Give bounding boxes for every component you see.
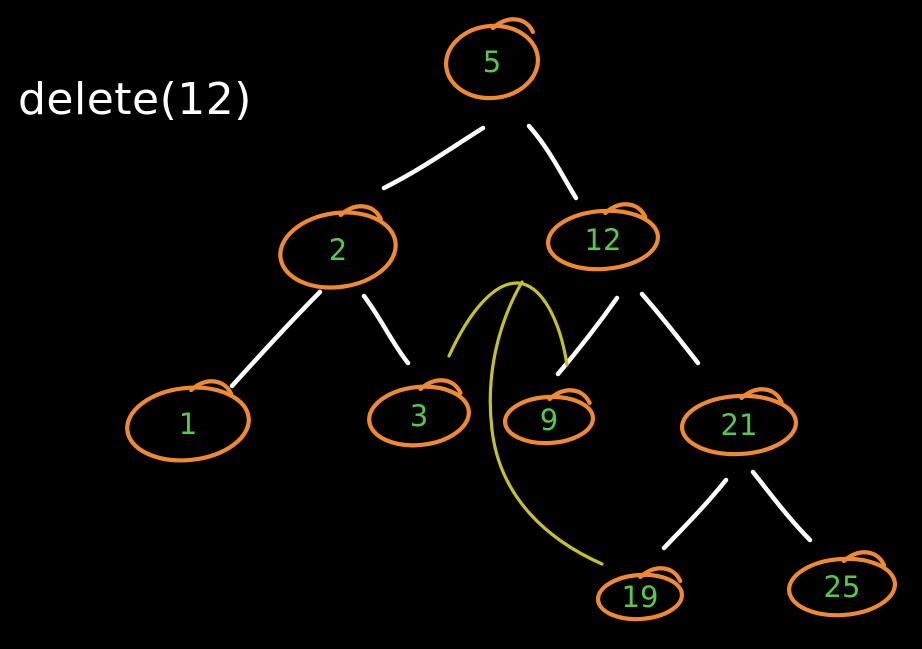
- tree-node-5: 5: [443, 17, 541, 101]
- node-outline: [502, 394, 596, 446]
- node-outline-overlap: [841, 550, 887, 568]
- node-outline-overlap: [603, 202, 648, 220]
- node-outline-overlap: [418, 378, 463, 396]
- node-outline-overlap: [547, 388, 592, 406]
- annotation-arc-3-9: [447, 281, 569, 367]
- tree-node-21: 21: [679, 387, 799, 457]
- edge-n21-n19: [661, 477, 729, 551]
- node-value: 5: [483, 45, 501, 79]
- tree-node-19: 19: [595, 566, 685, 622]
- node-outline: [679, 393, 799, 457]
- node-value: 9: [540, 403, 558, 437]
- node-outline-overlap: [338, 204, 383, 222]
- annotation-arc-19-9: [488, 280, 604, 566]
- node-outline: [367, 384, 471, 448]
- edge-n21-n25: [750, 469, 813, 543]
- node-value: 3: [410, 399, 428, 433]
- tree-node-25: 25: [786, 550, 898, 618]
- edges-layer: [229, 123, 813, 551]
- tree-node-3: 3: [367, 378, 471, 448]
- node-value: 1: [179, 407, 197, 441]
- node-value: 2: [329, 233, 347, 267]
- node-outline-overlap: [490, 17, 535, 35]
- edge-n5-n2: [381, 125, 486, 191]
- node-outline-overlap: [739, 387, 784, 405]
- node-value: 25: [824, 570, 861, 604]
- tree-node-9: 9: [502, 388, 596, 446]
- node-value: 21: [721, 408, 758, 442]
- node-outline: [545, 208, 661, 272]
- node-outline: [595, 572, 685, 622]
- page-title: delete(12): [18, 74, 252, 125]
- edge-n2-n3: [361, 293, 411, 366]
- node-outline-overlap: [189, 379, 234, 397]
- node-value: 19: [622, 580, 659, 614]
- node-outline: [786, 556, 898, 618]
- node-outline-overlap: [638, 566, 683, 584]
- nodes-layer: 5 2 12 1 3 9 21 19 25: [125, 17, 898, 622]
- tree-node-2: 2: [278, 204, 398, 290]
- edge-n12-n9: [555, 295, 620, 377]
- edge-n5-n12: [526, 123, 579, 201]
- node-outline: [443, 23, 541, 101]
- tree-node-12: 12: [545, 202, 661, 272]
- edge-n12-n21: [639, 291, 701, 366]
- tree-node-1: 1: [125, 379, 251, 463]
- node-outline: [125, 385, 251, 463]
- node-value: 12: [585, 223, 622, 257]
- edge-n2-n1: [229, 289, 323, 389]
- node-outline: [278, 210, 398, 290]
- annotation-layer: [447, 280, 604, 566]
